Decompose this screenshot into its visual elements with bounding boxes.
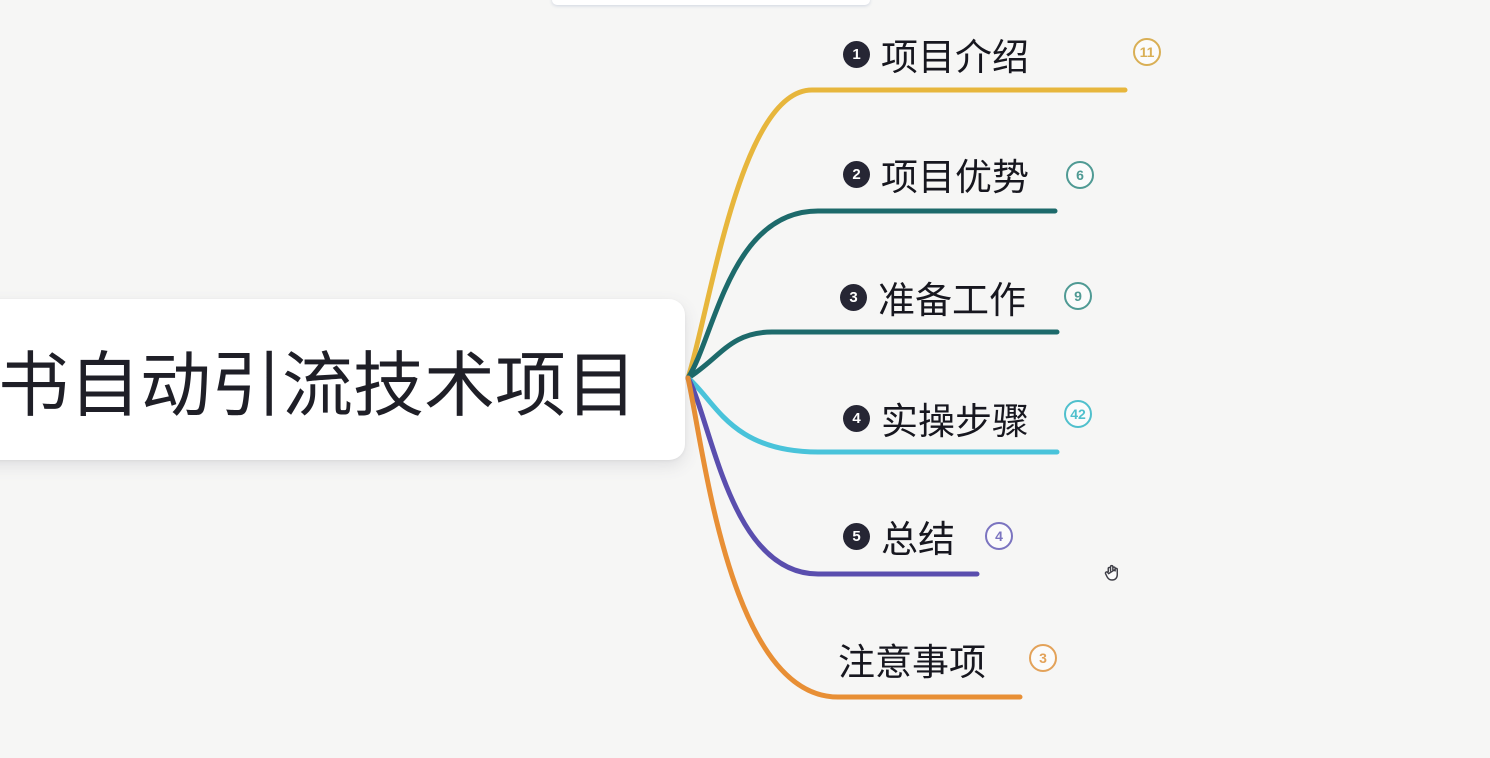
numbered-marker-icon: 2 [843,160,870,188]
branch-node-intro[interactable]: 1 项目介绍 [843,30,1029,78]
child-count-badge[interactable]: 3 [1029,644,1057,672]
branch-label: 项目介绍 [881,37,1029,78]
branch-connector-line [685,375,1023,700]
numbered-marker-icon: 5 [843,522,870,550]
branch-connector-line [685,375,980,577]
branch-label: 总结 [881,519,955,560]
child-count-badge[interactable]: 6 [1066,161,1094,189]
branch-connector-line [685,375,1060,455]
branch-connector-line [685,329,1060,381]
central-topic-title: 书自动引流技术项目 [0,346,638,426]
branch-node-summary[interactable]: 5 总结 [843,512,955,560]
child-count-badge[interactable]: 4 [985,522,1013,550]
branch-label: 准备工作 [878,280,1026,321]
branch-label: 实操步骤 [881,401,1029,442]
numbered-marker-icon: 3 [840,283,867,311]
branch-node-notes[interactable]: 注意事项 [838,635,986,683]
child-count-badge[interactable]: 11 [1133,38,1161,66]
branch-label: 项目优势 [881,157,1029,198]
numbered-marker-icon: 4 [843,404,870,432]
central-topic-node[interactable]: 书自动引流技术项目 [0,299,685,460]
branch-connector-line [685,208,1058,381]
branch-node-advantages[interactable]: 2 项目优势 [843,150,1029,198]
branch-connector-line [685,87,1128,381]
partial-node-top-edge [552,0,870,5]
branch-node-preparation[interactable]: 3 准备工作 [840,273,1026,321]
child-count-badge[interactable]: 42 [1064,400,1092,428]
child-count-badge[interactable]: 9 [1064,282,1092,310]
branch-label: 注意事项 [838,642,986,683]
grab-hand-cursor-icon [1104,564,1118,581]
numbered-marker-icon: 1 [843,40,870,68]
branch-node-steps[interactable]: 4 实操步骤 [843,394,1029,442]
